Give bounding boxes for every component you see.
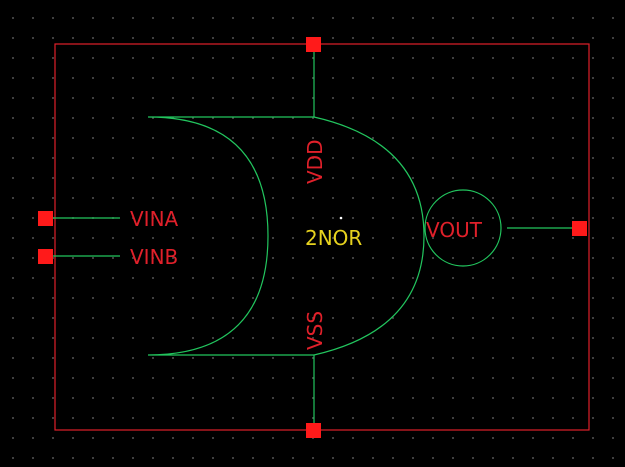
or-gate-body[interactable] bbox=[147, 116, 425, 356]
pin-vinb[interactable] bbox=[38, 249, 53, 264]
pin-vout[interactable] bbox=[572, 221, 587, 236]
origin-marker bbox=[339, 216, 343, 220]
pin-label-vdd: VDD bbox=[303, 140, 327, 184]
pin-label-vina: VINA bbox=[130, 207, 179, 231]
symbol-boundary[interactable] bbox=[54, 43, 590, 431]
pin-label-vout: VOUT bbox=[426, 218, 483, 242]
pin-label-vinb: VINB bbox=[130, 245, 178, 269]
pin-vdd[interactable] bbox=[306, 37, 321, 52]
cell-name-label: 2NOR bbox=[305, 226, 362, 250]
pin-vina[interactable] bbox=[38, 211, 53, 226]
inversion-bubble[interactable] bbox=[424, 189, 502, 267]
pin-vss[interactable] bbox=[306, 423, 321, 438]
pin-label-vss: VSS bbox=[303, 311, 327, 350]
